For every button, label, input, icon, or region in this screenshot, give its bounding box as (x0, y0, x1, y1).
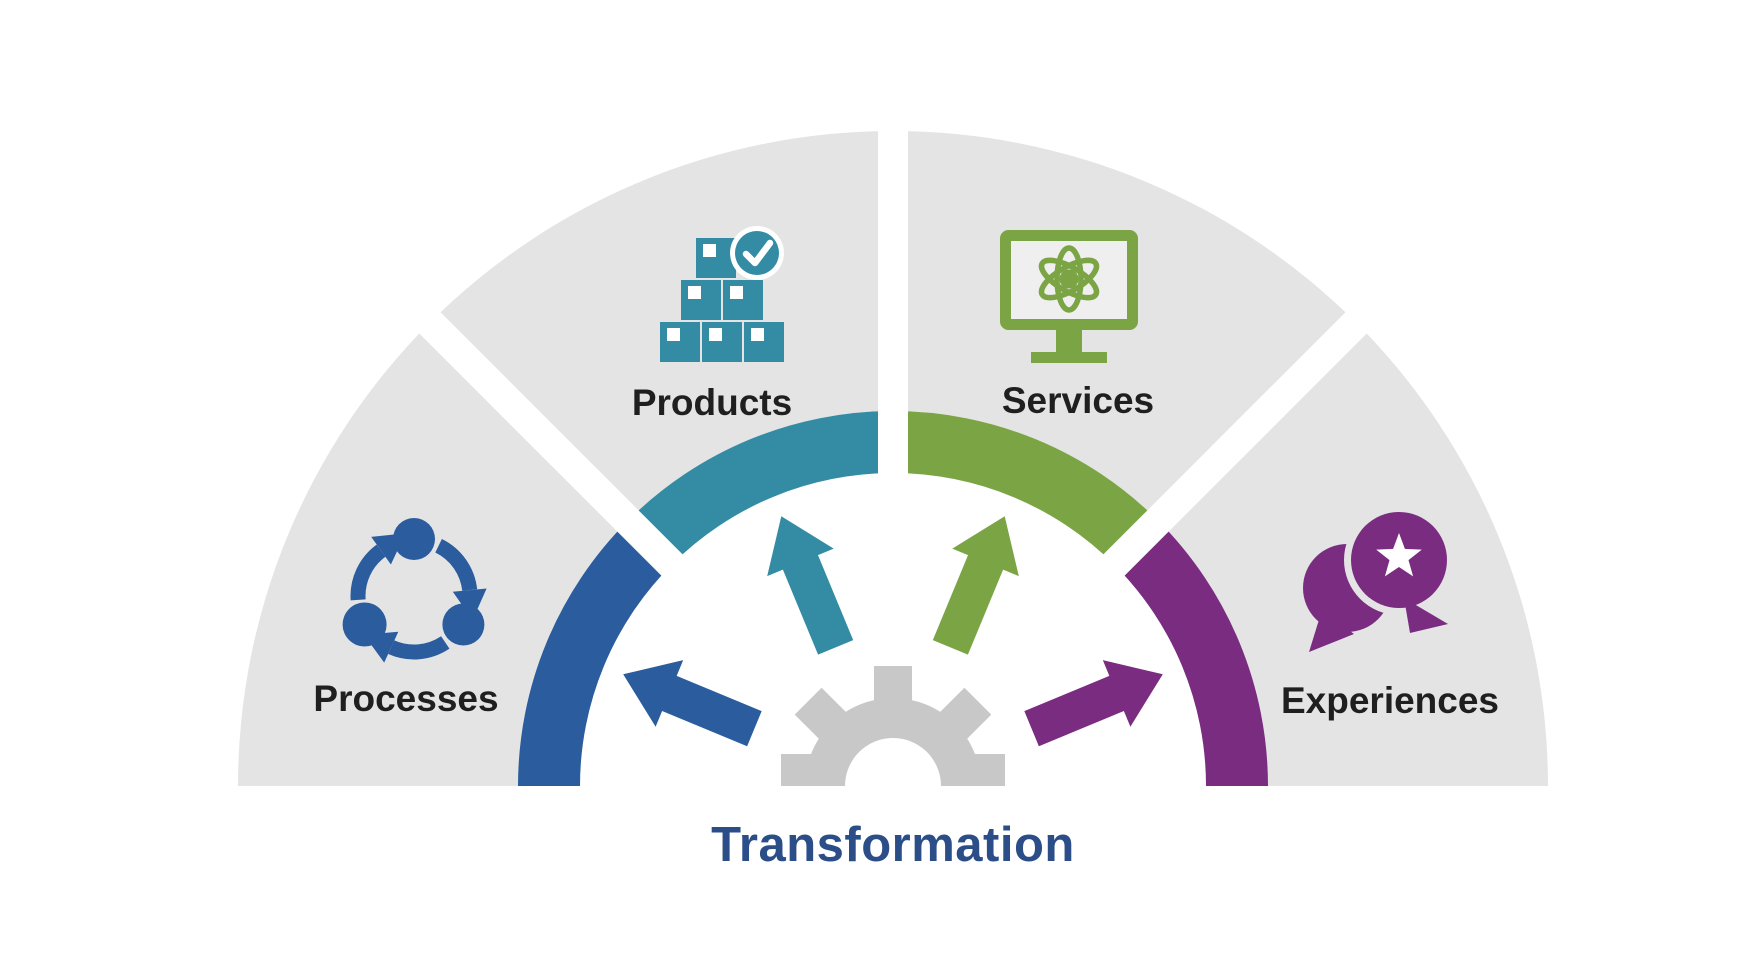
ring-arc-services (893, 410, 1159, 565)
box-slot (709, 328, 722, 341)
gear-tooth (874, 666, 912, 702)
stacked-boxes-check-icon (660, 226, 784, 362)
cycle-node (442, 603, 485, 646)
label-services: Services (1002, 380, 1154, 421)
arrow-products (767, 516, 854, 655)
gear-icon (781, 666, 1005, 786)
atom-orbit (1054, 245, 1084, 313)
star-icon (1376, 533, 1422, 577)
diagram-title: Transformation (711, 818, 1075, 872)
color-ring (518, 410, 1268, 786)
cycle-arc (435, 538, 478, 592)
arrow-processes (623, 660, 762, 747)
cycle-node (393, 518, 435, 560)
label-experiences: Experiences (1281, 680, 1499, 721)
label-products: Products (632, 382, 792, 423)
gear-tooth (938, 687, 992, 741)
front-bubble-tail (1404, 598, 1448, 633)
atom-nucleus (1059, 269, 1079, 289)
box-slot (688, 286, 701, 299)
check-badge (735, 231, 779, 275)
speech-bubbles-star-icon (1303, 505, 1454, 652)
ring-arc-processes (518, 520, 672, 786)
box-slot (703, 244, 716, 257)
gear-tooth (794, 687, 848, 741)
arrow-services (932, 516, 1019, 655)
monitor-base (1031, 352, 1107, 363)
cycle-arc (388, 636, 450, 660)
check-icon (742, 239, 774, 267)
cycle-node (342, 602, 387, 647)
radiating-arrows (623, 516, 1163, 747)
arrow-experiences (1024, 660, 1163, 747)
cycle-arrows-icon (342, 518, 487, 663)
gear-body (805, 698, 981, 786)
box-slot (751, 328, 764, 341)
atom-orbit (1038, 257, 1100, 301)
ring-arc-products (627, 411, 893, 565)
cycle-arc (350, 544, 386, 601)
label-processes: Processes (313, 678, 498, 719)
box-slot (667, 328, 680, 341)
ring-arc-experiences (1114, 520, 1268, 786)
gear-foot (965, 754, 1005, 786)
monitor-neck (1056, 330, 1082, 353)
box-slot (730, 286, 743, 299)
back-bubble-tail (1309, 610, 1354, 652)
gear-foot (781, 754, 821, 786)
atom-orbit (1038, 257, 1100, 301)
cycle-arrowhead (452, 588, 487, 620)
monitor-atom-icon (1000, 230, 1138, 363)
